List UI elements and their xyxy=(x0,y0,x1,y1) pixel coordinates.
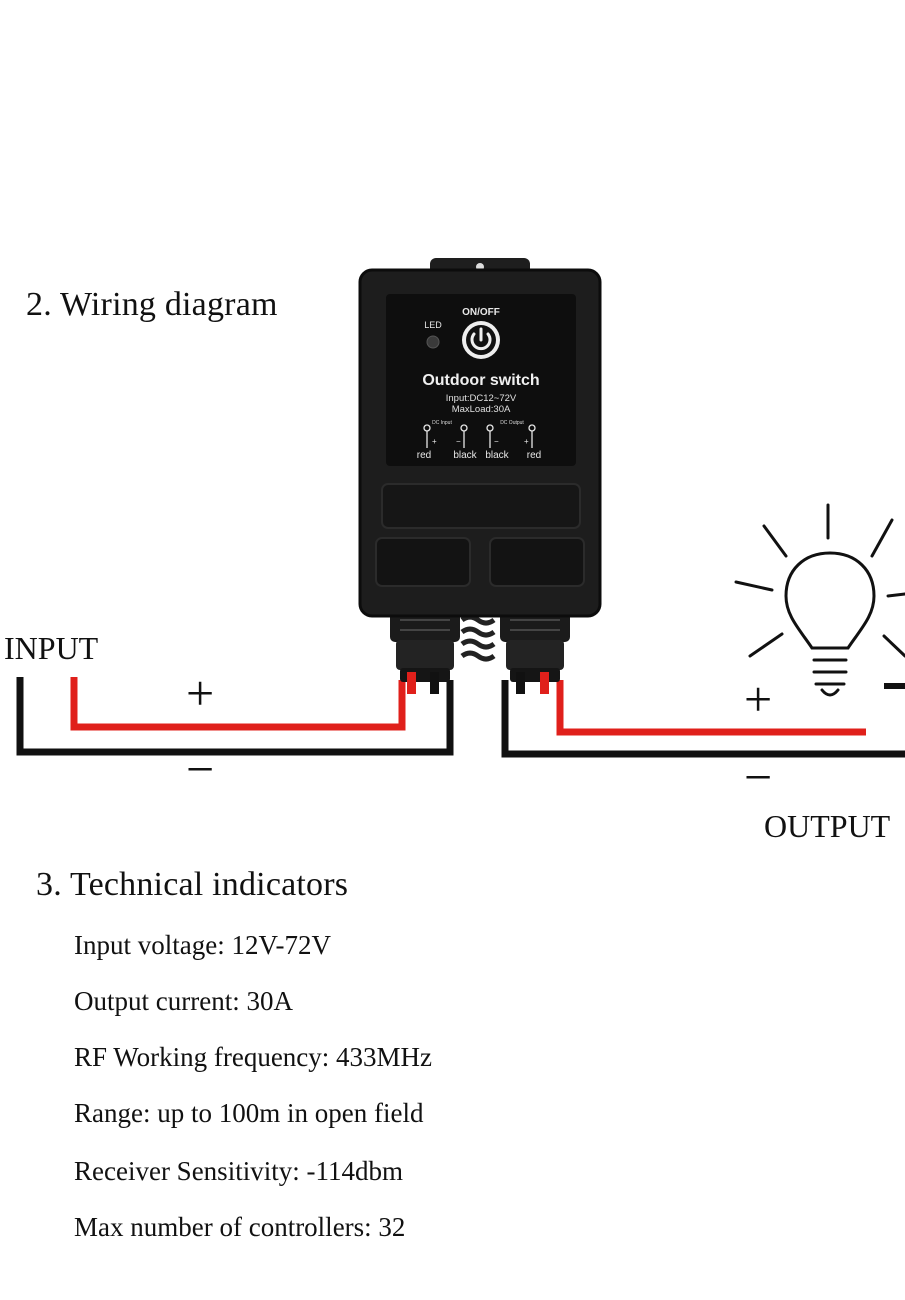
power-label: ON/OFF xyxy=(462,307,500,318)
output-positive-wire xyxy=(556,680,866,736)
terminal-sign-1: + xyxy=(432,437,437,446)
terminal-sign-4: + xyxy=(524,437,529,446)
terminal-label-3: black xyxy=(485,450,509,461)
output-negative-wire xyxy=(501,680,905,758)
output-cable-gland xyxy=(500,612,570,694)
power-icon[interactable] xyxy=(462,321,500,359)
cable-spring xyxy=(460,614,496,662)
terminal-label-1: red xyxy=(417,450,431,461)
dc-input-label: DC Input xyxy=(432,420,452,426)
device-max-load: MaxLoad:30A xyxy=(452,404,511,415)
output-plus-sign: + xyxy=(744,671,773,727)
dc-output-label: DC Output xyxy=(500,420,524,426)
output-label: OUTPUT xyxy=(764,808,891,844)
spec-input-voltage: Input voltage: 12V-72V xyxy=(74,930,331,960)
spec-rf-frequency: RF Working frequency: 433MHz xyxy=(74,1042,433,1072)
led-label: LED xyxy=(424,320,442,330)
led-indicator xyxy=(426,335,440,349)
terminal-label-4: red xyxy=(527,450,541,461)
technical-indicators-title: 3. Technical indicators xyxy=(36,866,349,903)
spec-max-controllers: Max number of controllers: 32 xyxy=(74,1212,406,1242)
device-name: Outdoor switch xyxy=(422,372,539,389)
wiring-diagram-title: 2. Wiring diagram xyxy=(26,286,278,323)
spec-range: Range: up to 100m in open field xyxy=(74,1098,424,1128)
terminal-pin-icons xyxy=(423,424,536,448)
input-negative-wire xyxy=(16,677,454,756)
input-plus-sign: + xyxy=(186,665,215,721)
light-bulb-icon xyxy=(734,503,905,697)
terminal-sign-3: − xyxy=(494,437,499,446)
spec-output-current: Output current: 30A xyxy=(74,986,293,1016)
input-minus-sign: − xyxy=(186,741,215,797)
input-cable-gland xyxy=(390,612,460,694)
terminal-label-2: black xyxy=(453,450,477,461)
input-positive-wire xyxy=(70,677,406,731)
input-label: INPUT xyxy=(4,630,99,666)
wiring-diagram: LED ON/OFF Outdoor switch Input:DC12~72V… xyxy=(16,258,905,758)
spec-receiver-sensitivity: Receiver Sensitivity: -114dbm xyxy=(74,1156,403,1186)
device-input-spec: Input:DC12~72V xyxy=(446,393,517,404)
terminal-sign-2: − xyxy=(456,437,461,446)
output-minus-sign: − xyxy=(744,749,773,805)
